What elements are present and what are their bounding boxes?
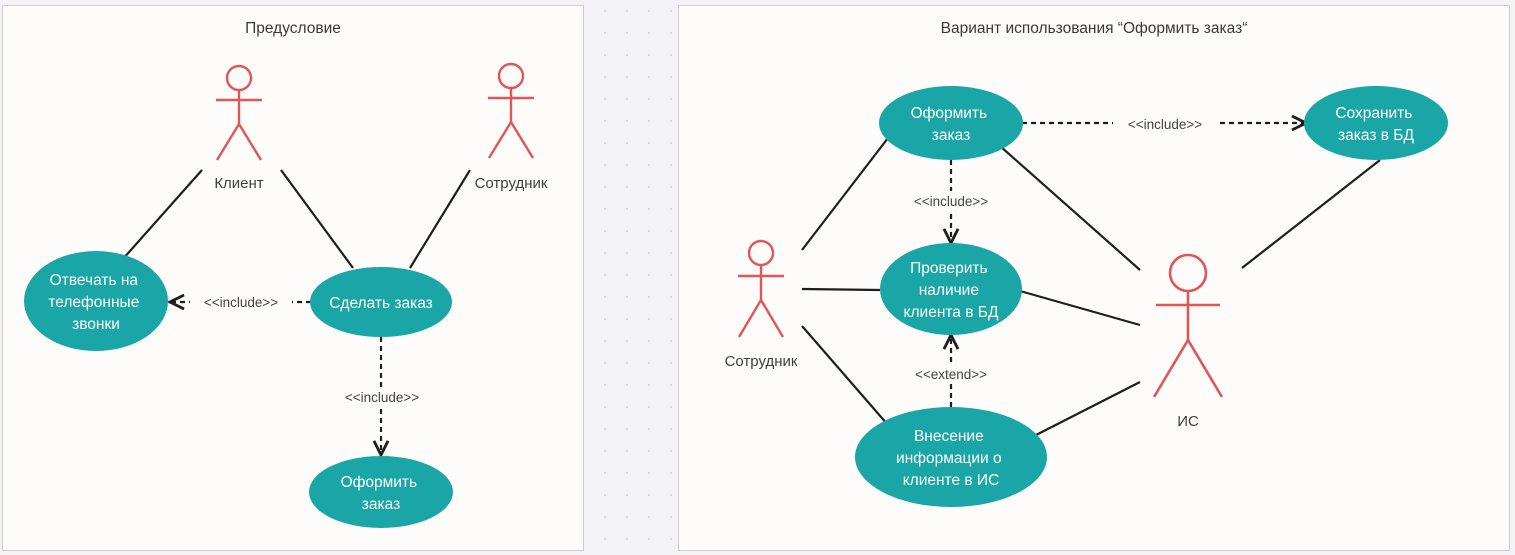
left-associations: [121, 169, 471, 269]
usecase-checkout-right-line1: Оформить: [911, 105, 988, 122]
actor-employee-icon: [487, 62, 535, 159]
usecase-answer-calls-line2: телефонные: [48, 294, 139, 311]
assoc-client-place-order: [280, 169, 354, 269]
usecase-enter-info-line3: клиенте в ИС: [903, 472, 1000, 489]
assoc-is-enter-info: [1035, 381, 1141, 436]
usecase-check-client-line1: Проверить: [910, 260, 988, 277]
usecase-place-order: Сделать заказ: [310, 267, 452, 337]
extend-label-check-client: <<extend>>: [915, 367, 987, 382]
usecase-answer-calls: Отвечать на телефонные звонки: [24, 251, 168, 351]
usecase-enter-info-line2: информации о: [896, 450, 1002, 467]
usecase-enter-info: Внесение информации о клиенте в ИС: [855, 407, 1047, 507]
svg-text:Оформить заказ: Оформить заказ: [911, 105, 992, 144]
use-case-title: Вариант использования “Оформить заказ“: [940, 20, 1248, 37]
usecase-save-order-line1: Сохранить: [1335, 105, 1412, 122]
usecase-check-client-line2: наличие: [919, 282, 979, 299]
actor-is-icon: [1152, 253, 1224, 398]
assoc-employee-place-order: [409, 169, 471, 269]
usecase-checkout-left-line2: заказ: [362, 496, 400, 513]
usecase-checkout-right: Оформить заказ: [879, 86, 1023, 160]
usecase-check-client: Проверить наличие клиента в БД: [880, 243, 1022, 335]
actor-employee-right-label: Сотрудник: [725, 353, 798, 370]
usecase-answer-calls-line1: Отвечать на: [50, 272, 139, 289]
usecase-save-order: Сохранить заказ в БД: [1304, 86, 1448, 160]
include-label-answer-calls: <<include>>: [204, 295, 278, 310]
actor-client-label: Клиент: [214, 175, 263, 192]
usecase-answer-calls-line3: звонки: [72, 316, 120, 333]
usecase-check-client-line3: клиента в БД: [904, 304, 999, 321]
include-label-save-order: <<include>>: [1128, 117, 1202, 132]
assoc-client-answer-calls: [121, 169, 203, 261]
include-label-checkout: <<include>>: [345, 390, 419, 405]
usecase-place-order-line1: Сделать заказ: [329, 295, 433, 312]
actor-client-icon: [215, 64, 263, 161]
usecase-enter-info-line1: Внесение: [914, 428, 984, 445]
assoc-employee-checkout: [801, 137, 889, 251]
right-associations: [801, 137, 1381, 436]
svg-text:Оформить заказ: Оформить заказ: [341, 474, 422, 513]
usecase-save-order-line2: заказ в БД: [1338, 127, 1414, 144]
actor-is-label: ИС: [1177, 413, 1199, 430]
svg-text:Проверить наличие: Проверить наличие клиента в БД: [904, 260, 999, 321]
usecase-checkout-left: Оформить заказ: [309, 456, 453, 528]
svg-text:Внесение информации о: Внесение информации о клиенте в ИС: [896, 428, 1006, 489]
usecase-checkout-right-line2: заказ: [932, 127, 970, 144]
assoc-employee-check-client: [801, 287, 881, 292]
assoc-employee-enter-info: [801, 325, 889, 426]
actor-employee-label: Сотрудник: [475, 175, 548, 192]
actor-employee-right-icon: [737, 239, 785, 338]
usecase-checkout-left-line1: Оформить: [341, 474, 418, 491]
assoc-is-checkout: [999, 145, 1141, 271]
precondition-title: Предусловие: [245, 20, 341, 37]
svg-text:Сделать заказ: Сделать заказ: [329, 295, 433, 312]
assoc-is-check-client: [1019, 289, 1141, 327]
assoc-is-save-order: [1241, 159, 1381, 269]
include-label-check-client: <<include>>: [914, 194, 988, 209]
svg-text:Сохранить заказ в БД: Сохранить заказ в БД: [1335, 105, 1416, 144]
svg-text:Отвечать на телефонные: Отвечать на телефонные звонки: [48, 272, 143, 333]
